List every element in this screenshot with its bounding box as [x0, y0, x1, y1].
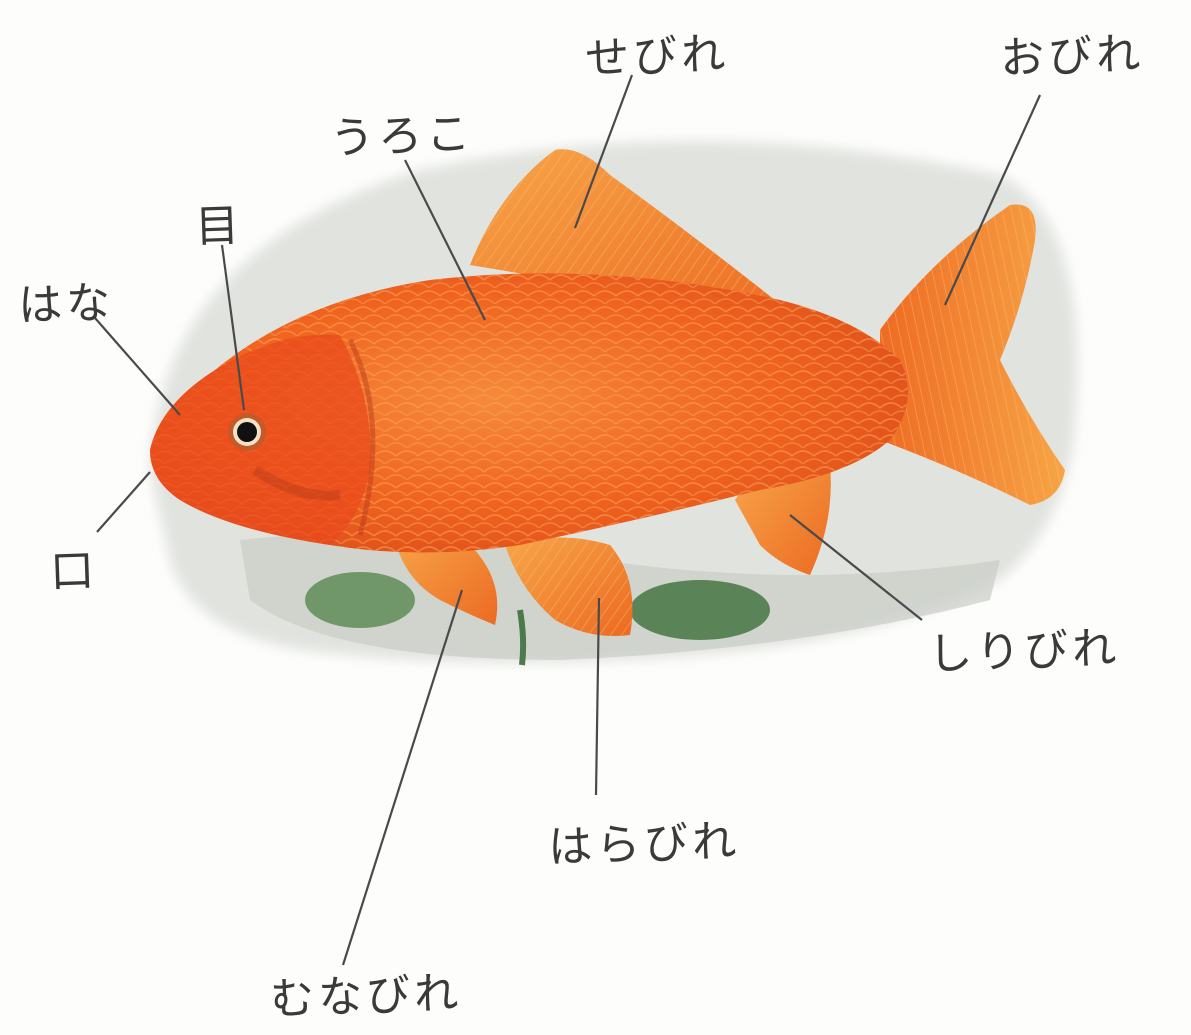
- fish-eye: [228, 413, 266, 451]
- label-hana: はな: [17, 266, 115, 333]
- label-sebire: せびれ: [584, 18, 730, 87]
- label-munabire: むなびれ: [269, 957, 463, 1028]
- label-harabire: はらびれ: [547, 805, 741, 876]
- label-shiribire: しりびれ: [927, 612, 1121, 683]
- label-kuchi: 口: [49, 534, 99, 600]
- leader-line-hana: [95, 318, 180, 415]
- label-uroko: うろこ: [329, 98, 475, 167]
- label-me: 目: [194, 189, 244, 255]
- leader-line-kuchi: [97, 472, 150, 532]
- label-obire: おびれ: [999, 18, 1145, 87]
